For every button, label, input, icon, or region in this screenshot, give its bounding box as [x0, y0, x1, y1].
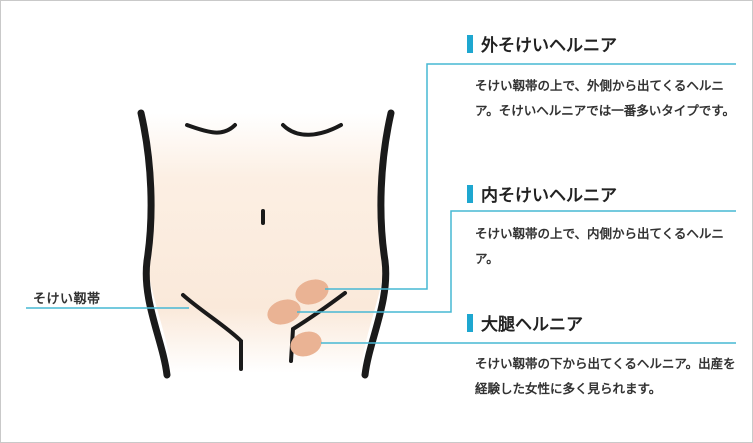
external-hernia-title: 外そけいヘルニア — [481, 31, 617, 56]
internal-hernia-title-row: 内そけいヘルニア — [467, 181, 617, 206]
title-accent-bar — [467, 35, 473, 53]
torso-skin — [141, 113, 391, 373]
internal-hernia-description: そけい靱帯の上で、内側から出てくるヘルニア。 — [475, 221, 743, 271]
title-accent-bar — [467, 185, 473, 203]
femoral-hernia-title: 大腿ヘルニア — [481, 310, 583, 335]
internal-hernia-title: 内そけいヘルニア — [481, 181, 617, 206]
external-hernia-title-row: 外そけいヘルニア — [467, 31, 617, 56]
title-accent-bar — [467, 314, 473, 332]
inguinal-ligament-label: そけい靱帯 — [33, 288, 101, 307]
femoral-hernia-title-row: 大腿ヘルニア — [467, 310, 583, 335]
femoral-hernia-description: そけい靱帯の下から出てくるヘルニア。出産を経験した女性に多く見られます。 — [475, 351, 743, 401]
external-hernia-description: そけい靱帯の上で、外側から出てくるヘルニア。そけいヘルニアでは一番多いタイプです… — [475, 73, 743, 123]
